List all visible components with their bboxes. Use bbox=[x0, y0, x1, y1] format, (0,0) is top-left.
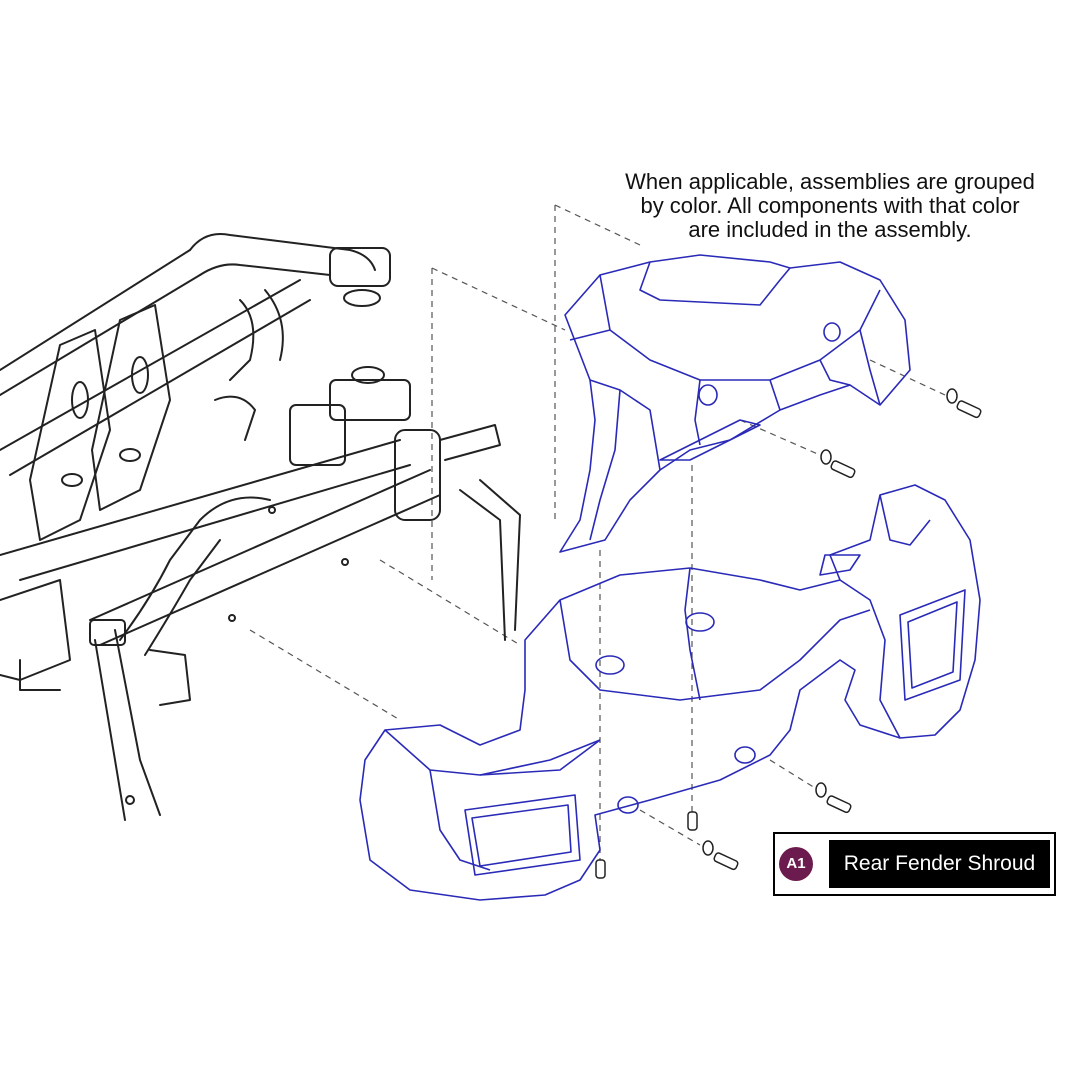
screw-upper-right bbox=[946, 388, 982, 419]
screw-lower-right bbox=[815, 782, 852, 814]
note-line-1: When applicable, assemblies are grouped bbox=[625, 169, 1035, 194]
assembly-note: When applicable, assemblies are grouped … bbox=[585, 170, 1075, 242]
assembly-label: Rear Fender Shroud bbox=[829, 840, 1050, 888]
upper-fender-shroud bbox=[559, 254, 911, 553]
chassis-frame bbox=[0, 233, 521, 821]
note-line-2: by color. All components with that color bbox=[640, 193, 1020, 218]
lower-fender-shroud bbox=[359, 484, 981, 901]
fasteners bbox=[595, 388, 982, 879]
screw-vertical-2 bbox=[595, 859, 606, 879]
note-line-3: are included in the assembly. bbox=[688, 217, 972, 242]
screw-upper-middle bbox=[820, 449, 856, 479]
assembly-code-badge: A1 bbox=[779, 847, 813, 881]
assembly-legend: A1 Rear Fender Shroud bbox=[773, 832, 1056, 896]
screw-vertical-1 bbox=[687, 811, 698, 831]
screw-lower-middle bbox=[702, 840, 739, 871]
